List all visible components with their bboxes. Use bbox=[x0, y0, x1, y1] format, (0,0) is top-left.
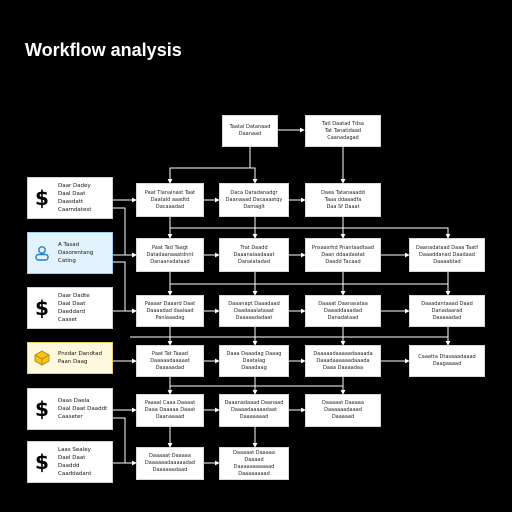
process-node[interactable]: Daaadantaaad Daad Danadaarad Daaaaadad bbox=[409, 295, 485, 327]
source-label: Daar Dadte Daal Daat Daeddard Caaset bbox=[58, 293, 90, 323]
dollar-icon: $ bbox=[35, 450, 49, 474]
process-node[interactable]: Paat Tad Taagt Datadaanaaatdnnt Danaansd… bbox=[136, 238, 204, 272]
process-node[interactable]: Paaaar Daaard Daat Daaaadad daalaad Panl… bbox=[136, 295, 204, 327]
source-label: Daas Daela Daal Daat Daaddt Caaseter bbox=[58, 398, 108, 420]
cube-icon bbox=[32, 348, 52, 368]
process-node[interactable]: Daanadataad Daaa Taatf Daaaddanad Daadaa… bbox=[409, 238, 485, 272]
source-label: Laas Sealey Dael Daat Daaddd Caaddadant bbox=[58, 447, 92, 477]
process-node[interactable]: Daaaaat Daaaaa Daaaaaadaaad Daaaaad bbox=[305, 394, 381, 427]
process-node[interactable]: Tatl Daatad Tdsa Tat Tanatidaad Caanadag… bbox=[305, 115, 381, 147]
process-node[interactable]: Trat Daadd Daaanalaadaaat Danalatadad bbox=[219, 238, 289, 272]
dollar-icon: $ bbox=[35, 397, 49, 421]
source-card[interactable]: Pnsdar Dandtad Paan Daag bbox=[27, 342, 113, 374]
user-group-icon bbox=[32, 243, 52, 263]
edge-s5-r6c1 bbox=[113, 417, 126, 463]
source-label: Daar Dadey Daal Daat Daasdatt Caamdatest bbox=[58, 183, 92, 213]
process-node[interactable]: Daea Tatanaaadd Taaa ddaaadfa Daa Sf Daa… bbox=[305, 183, 381, 217]
source-label: Pnsdar Dandtad Paan Daag bbox=[58, 351, 103, 365]
process-node[interactable]: Daaaaat Daaaaa Daaaaaadaaaaadad Daaaaaad… bbox=[136, 447, 204, 480]
process-node[interactable]: Daaaat Daanasataa Daaaddaaadad Danadataa… bbox=[305, 295, 381, 327]
process-node[interactable]: Paaaal Caaa Daaaat Daaa Daaaaa Daaat Daa… bbox=[136, 394, 204, 427]
process-node[interactable]: Daaaaat Daaaaa Daaaad Daaaaaaaaaaad Daaa… bbox=[219, 447, 289, 480]
edge-s1-r2c1 bbox=[113, 207, 137, 258]
edge-t1-r1 bbox=[167, 147, 251, 184]
process-node[interactable]: Daca Daradanadgr Daanaaad Dacaaastqy Dam… bbox=[219, 183, 289, 217]
dollar-icon: $ bbox=[35, 296, 49, 320]
source-card[interactable]: $ Daar Dadte Daal Daat Daeddard Caaset bbox=[27, 287, 113, 329]
process-node[interactable]: Daaanapt Daaadaad Daadaaalataaat Daaaaad… bbox=[219, 295, 289, 327]
process-node[interactable]: Pnsaasrhd Pnantaadtaad Daan ddaadaatat D… bbox=[305, 238, 381, 272]
process-node[interactable]: Daaanadaaad Daanaad Daaaadaaaaadaat Daaa… bbox=[219, 394, 289, 427]
source-card[interactable]: A Tasad Dasorentang Cating bbox=[27, 232, 113, 274]
source-label: A Tasad Dasorentang Cating bbox=[58, 242, 94, 264]
edge-s2-r3c1 bbox=[113, 261, 137, 314]
process-node[interactable]: Taatal Datanaad Daanaad bbox=[222, 115, 278, 147]
process-node[interactable]: Daaa Daaadag Daaag Daatalag Daaadaag bbox=[219, 345, 289, 377]
process-node[interactable]: Caaatta Dtasaaadaaad Daagaaaad bbox=[409, 345, 485, 377]
process-node[interactable]: Paat Tat Taaad Daaaaadaaaaat Daaaaadad bbox=[136, 345, 204, 377]
source-card[interactable]: $ Laas Sealey Dael Daat Daaddd Caaddadan… bbox=[27, 441, 113, 483]
edge-t1-r1c2 bbox=[250, 167, 258, 184]
page-title: Workflow analysis bbox=[25, 40, 182, 60]
process-node[interactable]: Daaaaadaaaaadaaaada Daaadaaaaaadaaada Da… bbox=[305, 345, 381, 377]
dollar-icon: $ bbox=[35, 186, 49, 210]
source-card[interactable]: $ Daar Dadey Daal Daat Daasdatt Caamdate… bbox=[27, 177, 113, 219]
source-card[interactable]: $ Daas Daela Daal Daat Daaddt Caaseter bbox=[27, 388, 113, 430]
edge-r1c3-r2c4 bbox=[381, 227, 451, 239]
process-node[interactable]: Paat Tlanainast Taat Daatald aaadtd Daca… bbox=[136, 183, 204, 217]
